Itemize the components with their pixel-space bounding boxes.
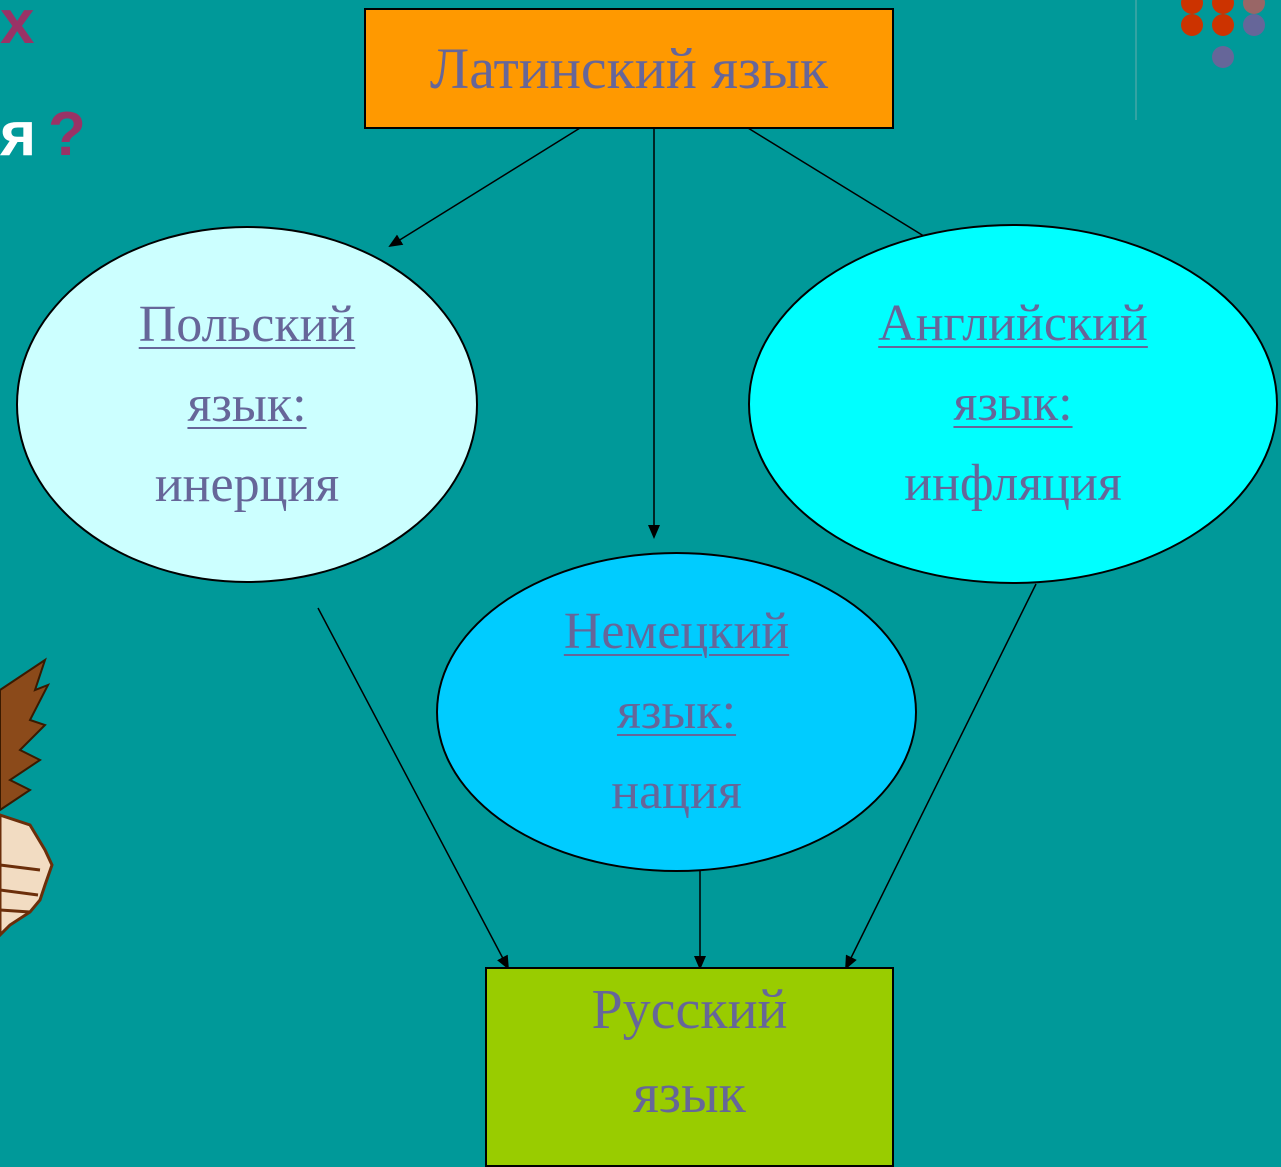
node-russian: Русский язык (485, 967, 894, 1167)
german-word: нация (611, 763, 742, 820)
german-link-line2[interactable]: язык: (616, 683, 737, 740)
russian-line2: язык (633, 1063, 746, 1125)
polish-word: инерция (154, 455, 340, 513)
partial-title-top: х (0, 0, 35, 57)
node-polish: Польский язык: инерция (16, 226, 478, 583)
russian-line1: Русский (591, 979, 788, 1041)
arrow-english-to-russian (845, 583, 1037, 970)
english-link-line2[interactable]: язык: (953, 375, 1073, 432)
english-link-line1[interactable]: Английский (878, 295, 1148, 352)
arrow-latin-to-polish (388, 127, 581, 248)
german-link-line1[interactable]: Немецкий (563, 603, 790, 660)
decorative-divider (1135, 0, 1137, 120)
partial-title-bottom: я (0, 100, 37, 169)
book-clipart-icon (0, 657, 54, 938)
arrow-polish-to-russian (317, 607, 509, 970)
node-english: Английский язык: инфляция (748, 224, 1278, 584)
arrow-latin-to-english (747, 127, 942, 248)
node-german: Немецкий язык: нация (436, 552, 917, 872)
partial-title-question: ? (48, 100, 86, 169)
polish-link-line2[interactable]: язык: (187, 375, 307, 433)
decorative-dots-icon (1181, 0, 1265, 68)
polish-link-line1[interactable]: Польский (138, 295, 356, 353)
english-word: инфляция (904, 455, 1122, 512)
node-latin-label: Латинский язык (429, 36, 829, 101)
node-latin: Латинский язык (364, 8, 894, 129)
